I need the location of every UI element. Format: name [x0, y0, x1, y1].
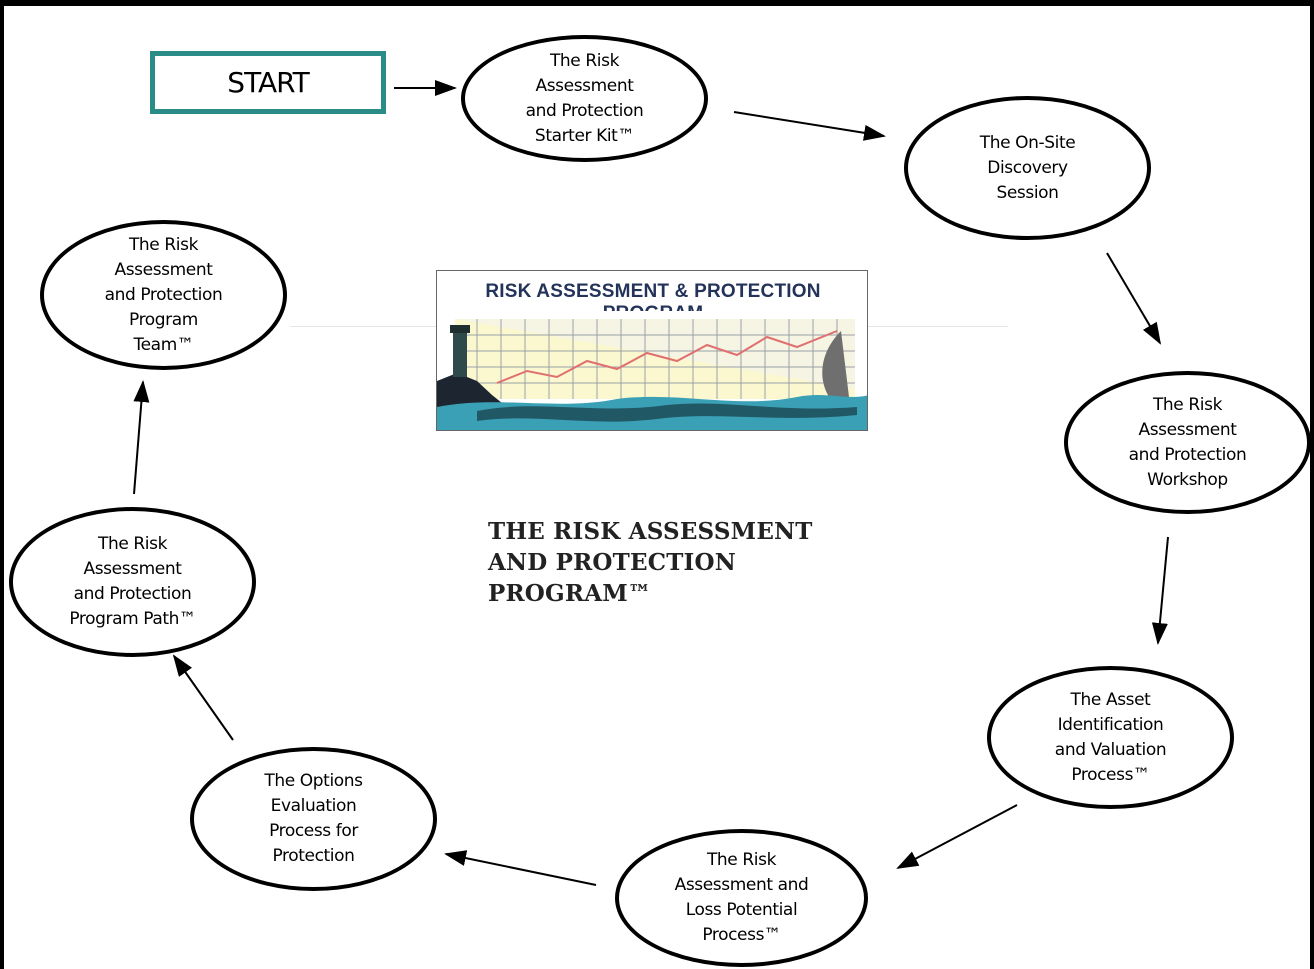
node-asset-identification-label: The Asset Identification and Valuation P… [1054, 689, 1167, 785]
node-loss-potential-label: The Risk Assessment and Loss Potential P… [674, 850, 809, 945]
logo-lighthouse [453, 331, 467, 377]
node-program-team: The Risk Assessment and Protection Progr… [40, 220, 287, 370]
node-starter-kit: The Risk Assessment and Protection Start… [461, 35, 708, 162]
program-logo: RISK ASSESSMENT & PROTECTION PROGRAM [436, 270, 868, 431]
program-title: THE RISK ASSESSMENT AND PROTECTION PROGR… [488, 516, 848, 609]
program-title-line-2: AND PROTECTION [488, 549, 736, 576]
faint-rule-left [290, 326, 436, 327]
node-program-path: The Risk Assessment and Protection Progr… [9, 507, 256, 657]
logo-trend-line [496, 330, 838, 384]
arrow-options-to-path [172, 654, 234, 741]
start-box: START [150, 51, 386, 114]
node-workshop: The Risk Assessment and Protection Works… [1064, 371, 1311, 514]
arrow-starter-kit-to-onsite [733, 111, 886, 141]
logo-lighthouse-lamp [450, 325, 470, 333]
node-workshop-label: The Risk Assessment and Protection Works… [1128, 394, 1247, 490]
node-options-evaluation: The Options Evaluation Process for Prote… [190, 747, 437, 891]
node-asset-identification: The Asset Identification and Valuation P… [987, 666, 1234, 809]
arrow-path-to-team [133, 380, 150, 495]
logo-sail [822, 331, 849, 397]
node-starter-kit-label: The Risk Assessment and Protection Start… [525, 50, 644, 146]
arrow-onsite-to-workshop [1106, 252, 1162, 345]
node-onsite-discovery-label: The On-Site Discovery Session [979, 132, 1076, 203]
program-title-line-1: THE RISK ASSESSMENT [488, 518, 813, 545]
node-program-team-label: The Risk Assessment and Protection Progr… [104, 234, 223, 355]
arrow-asset-to-loss [896, 804, 1018, 869]
start-label: START [227, 66, 309, 99]
arrow-workshop-to-asset [1151, 536, 1169, 645]
node-options-evaluation-label: The Options Evaluation Process for Prote… [264, 771, 363, 866]
node-onsite-discovery: The On-Site Discovery Session [904, 96, 1151, 240]
logo-diagonal-shade [455, 319, 855, 389]
program-title-line-3: PROGRAM™ [488, 580, 652, 607]
logo-artwork [437, 311, 867, 430]
node-program-path-label: The Risk Assessment and Protection Progr… [69, 534, 196, 629]
faint-rule-right [868, 326, 1008, 327]
node-loss-potential: The Risk Assessment and Loss Potential P… [615, 829, 868, 967]
arrow-loss-to-options [444, 850, 597, 886]
logo-wave-dark [477, 403, 857, 422]
